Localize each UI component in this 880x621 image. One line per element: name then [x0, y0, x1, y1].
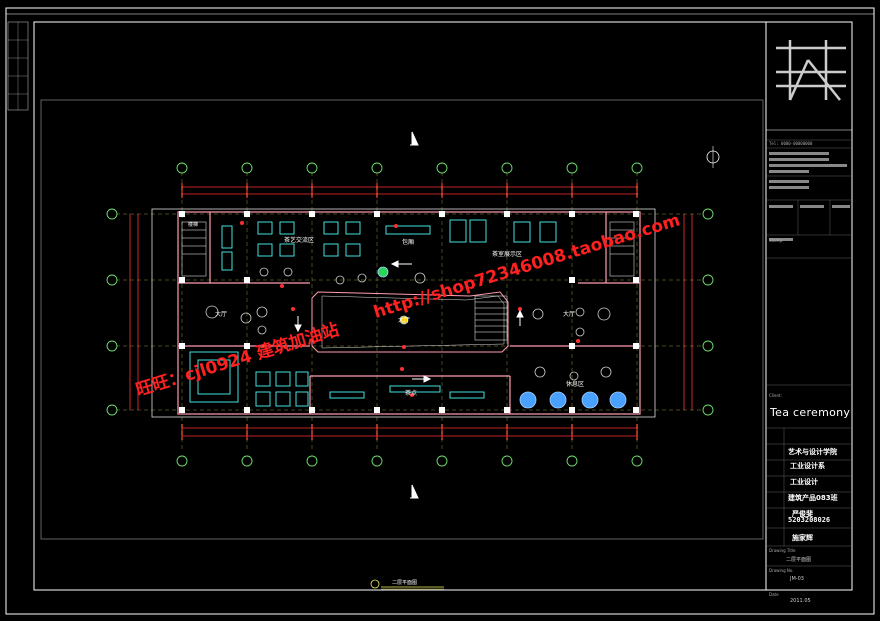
drawing-no: JM-03	[790, 576, 804, 582]
plan-caption-text: 二层平面图	[392, 580, 417, 586]
flow-arrows	[294, 260, 524, 383]
room-label-hall-left: 大厅	[215, 310, 227, 318]
room-label-private: 包厢	[402, 238, 414, 246]
drawing-title-label: Drawing Title	[769, 548, 796, 553]
date-label: Date	[769, 592, 779, 597]
level-markers	[240, 221, 580, 397]
school-name: 艺术与设计学院	[788, 448, 837, 456]
room-label-stair: 楼梯	[188, 221, 198, 228]
central-atrium	[311, 291, 509, 353]
student-number: 5203208026	[788, 516, 831, 524]
drawing-no-label: Drawing No.	[769, 568, 794, 573]
stair-core	[181, 221, 635, 341]
viewport-frame	[40, 99, 764, 540]
room-label-tea-exchange: 茶艺交流区	[284, 236, 314, 244]
client-label: Client:	[769, 393, 782, 398]
planters	[377, 266, 627, 409]
compass-icon	[706, 146, 720, 168]
axis-bubbles	[106, 162, 714, 467]
title-block-text: Tel: 0000-00000000 Stamp: Client: Tea ce…	[766, 0, 852, 621]
tea-tables	[189, 219, 557, 407]
sheet-outer-frame	[5, 7, 875, 615]
columns	[179, 211, 639, 413]
drawing-title: 二层平面图	[786, 557, 812, 563]
building-outline	[151, 208, 656, 418]
room-label-rest: 休息区	[566, 380, 584, 388]
room-label-snack: 茶点	[405, 389, 417, 397]
client-value: Tea ceremony	[770, 406, 851, 419]
dimension-lines	[129, 186, 693, 437]
room-label-hall-right: 大厅	[563, 310, 575, 318]
course-name: 建筑产品083班	[788, 494, 838, 502]
room-label-hall-center: 大厅	[398, 316, 410, 324]
room-labels: 茶艺交流区 包厢 茶室展示区 大厅 大厅 大厅 茶点 休息区 楼梯	[188, 221, 584, 397]
major-name: 工业设计	[790, 478, 818, 486]
room-label-showcase: 茶室展示区	[492, 250, 522, 258]
teacher-name: 施家辉	[792, 534, 813, 542]
north-arrow-icon	[410, 131, 419, 499]
department-name: 工业设计系	[790, 462, 825, 470]
plan-caption	[370, 579, 444, 590]
student-name: 严俊斐	[792, 510, 813, 518]
studio-logo	[776, 40, 846, 101]
stamp-label: Stamp:	[769, 238, 784, 243]
title-block	[765, 21, 853, 591]
tel-line: Tel: 0000-00000000	[769, 141, 813, 146]
lounge-seating	[205, 267, 612, 381]
date-value: 2011.05	[790, 598, 811, 604]
